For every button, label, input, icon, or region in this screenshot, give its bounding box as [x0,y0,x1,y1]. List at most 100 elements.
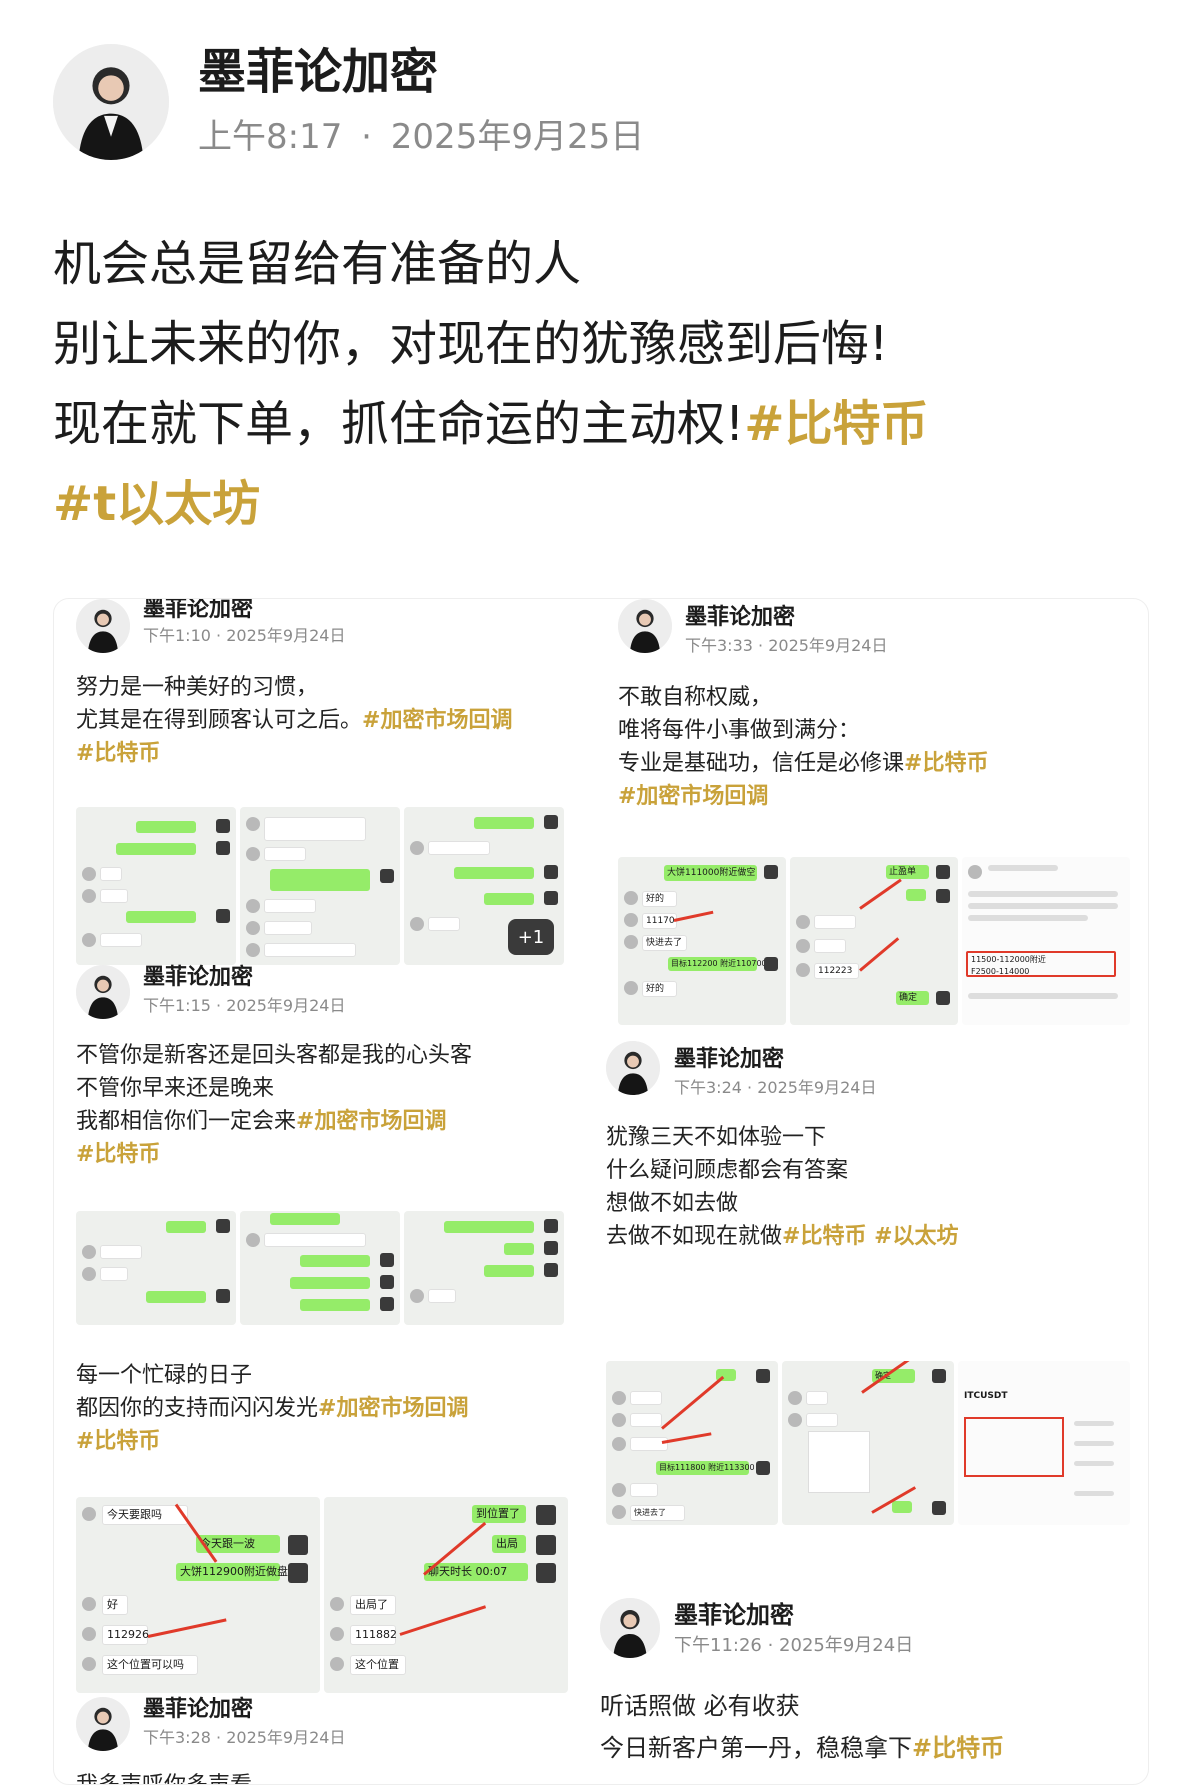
card2-date: 2025年9月24日 [226,996,346,1015]
red-arrow [859,878,902,910]
card1-time: 下午1:10 [143,626,211,645]
card6-line-2: 什么疑问顾虑都会有答案 [606,1158,849,1183]
card3-screenshot-2[interactable]: 到位置了 出局 聊天时长 00:07 出局了 111882 这个位置 [324,1497,568,1693]
card4-line-1: 我多声呼你多声看 [76,1769,252,1784]
more-images-badge[interactable]: +1 [508,919,554,955]
chat-msg: F2500-114000 [971,967,1030,976]
card4-author: 墨菲论加密 [143,1697,254,1722]
hashtag-bitcoin[interactable]: #比特币 [744,396,929,452]
card3-line-1: 每一个忙碌的日子 [76,1363,253,1388]
author-avatar[interactable] [53,44,169,160]
card2-line-2: 不管你早来还是晚来 [76,1076,275,1101]
card2-screenshot-2[interactable] [240,1211,400,1325]
card2-time: 下午1:15 [143,996,211,1015]
card1-screenshot-1[interactable] [76,807,236,965]
chat-msg: 今天跟一波 [196,1535,280,1553]
card1-line-1: 努力是一种美好的习惯， [76,675,319,700]
card1-text: 努力是一种美好的习惯， 尤其是在得到顾客认可之后。#加密市场回调 #比特币 [76,671,512,770]
card5-hashtag-1[interactable]: #比特币 [904,751,989,776]
card2-avatar [76,965,130,1019]
image-collage[interactable]: 墨菲论加密 下午1:10 · 2025年9月24日 努力是一种美好的习惯， 尤其… [53,598,1149,1785]
card7-time: 下午11:26 [674,1635,762,1656]
person-icon [76,599,130,653]
person-icon [53,44,169,160]
card1-author: 墨菲论加密 [143,598,254,622]
post-body: 机会总是留给有准备的人 别让未来的你，对现在的犹豫感到后悔! 现在就下单，抓住命… [53,224,928,544]
post-line-1: 机会总是留给有准备的人 [53,236,582,292]
card6-avatar [606,1041,660,1095]
card7-line-1: 听话照做 必有收获 [600,1692,800,1720]
card2-screenshot-3[interactable] [404,1211,564,1325]
person-icon [600,1598,660,1658]
chat-msg: 快进去了 [642,935,687,951]
card6-hashtags[interactable]: #比特币 #以太坊 [782,1224,959,1249]
card5-hashtag-2[interactable]: #加密市场回调 [618,784,769,809]
card1-date: 2025年9月24日 [226,626,346,645]
card5-avatar [618,599,672,653]
card5-line-1: 不敢自称权威， [618,685,773,710]
chat-msg: 目标111800 附近113300 [656,1461,755,1475]
chat-msg: 11500-112000附近 [971,955,1046,964]
card6-time: 下午3:24 [674,1078,742,1097]
card1-screenshot-2[interactable] [240,807,400,965]
chat-msg: 快进去了 [630,1505,685,1521]
person-icon [76,965,130,1019]
card5-date: 2025年9月24日 [768,636,888,655]
chat-msg: 止盈单 [886,865,929,879]
post-line-2: 别让未来的你，对现在的犹豫感到后悔! [53,316,889,372]
chat-msg: 111882 [350,1625,397,1645]
card7-hashtag-1[interactable]: #比特币 [912,1734,1005,1762]
red-arrow [147,1618,227,1638]
person-icon [606,1041,660,1095]
card1-screenshot-3[interactable]: +1 [404,807,564,965]
card5-screenshot-1[interactable]: 大饼111000附近做空 好的 11170 快进去了 目标112200 附近11… [618,857,786,1025]
red-arrow [859,937,900,972]
card2-timestamp: 下午1:15 · 2025年9月24日 [143,996,346,1015]
red-arrow [399,1605,487,1636]
card6-text: 犹豫三天不如体验一下 什么疑问顾虑都会有答案 想做不如去做 去做不如现在就做#比… [606,1121,959,1253]
card5-screenshot-3[interactable]: 11500-112000附近 F2500-114000 [962,857,1130,1025]
person-icon [76,1697,130,1751]
chat-msg: ITCUSDT [964,1391,1008,1401]
card3-hashtag-1[interactable]: #加密市场回调 [318,1396,469,1421]
card2-screenshot-1[interactable] [76,1211,236,1325]
card5-timestamp: 下午3:33 · 2025年9月24日 [685,636,888,655]
chat-msg: 好的 [642,891,677,907]
card7-timestamp: 下午11:26 · 2025年9月24日 [674,1635,914,1656]
card7-author: 墨菲论加密 [674,1601,794,1629]
chat-msg: 目标112200 附近110700 [668,957,767,971]
card5-author: 墨菲论加密 [685,605,796,630]
card1-timestamp: 下午1:10 · 2025年9月24日 [143,626,346,645]
card1-avatar [76,599,130,653]
red-arrow [174,1503,218,1563]
author-name[interactable]: 墨菲论加密 [198,44,439,100]
chat-msg: 112223 [814,963,859,979]
post-timestamp: 上午8:17 · 2025年9月25日 [198,114,644,160]
card4-time: 下午3:28 [143,1728,211,1747]
hashtag-ethereum[interactable]: #t以太坊 [53,476,261,532]
card5-screenshot-2[interactable]: 止盈单 112223 确定 [790,857,958,1025]
card6-screenshot-2[interactable]: 确定 [782,1361,954,1525]
person-icon [618,599,672,653]
red-arrow [661,1375,725,1430]
card1-hashtag-1[interactable]: #加密市场回调 [362,708,513,733]
card6-screenshot-1[interactable]: 目标111800 附近113300 快进去了 [606,1361,778,1525]
card6-line-3: 想做不如去做 [606,1191,739,1216]
card3-hashtag-2[interactable]: #比特币 [76,1429,161,1454]
separator-dot: · [361,117,372,157]
red-arrow [673,910,714,922]
card1-line-2: 尤其是在得到顾客认可之后。 [76,708,363,733]
card6-author: 墨菲论加密 [674,1047,785,1072]
card2-line-3: 我都相信你们一定会来 [76,1109,297,1134]
card2-line-1: 不管你是新客还是回头客都是我的心头客 [76,1043,473,1068]
card7-avatar [600,1598,660,1658]
chat-msg: 聊天时长 00:07 [424,1563,528,1581]
card2-hashtag-1[interactable]: #加密市场回调 [296,1109,447,1134]
card1-hashtag-2[interactable]: #比特币 [76,741,161,766]
card4-date: 2025年9月24日 [226,1728,346,1747]
post-time: 上午8:17 [198,117,343,157]
card5-time: 下午3:33 [685,636,753,655]
card6-screenshot-3[interactable]: ITCUSDT [958,1361,1130,1525]
card3-screenshot-1[interactable]: 今天要跟吗 今天跟一波 大饼112900附近做盘 好 112926 这个位置可以… [76,1497,320,1693]
card2-hashtag-2[interactable]: #比特币 [76,1142,161,1167]
